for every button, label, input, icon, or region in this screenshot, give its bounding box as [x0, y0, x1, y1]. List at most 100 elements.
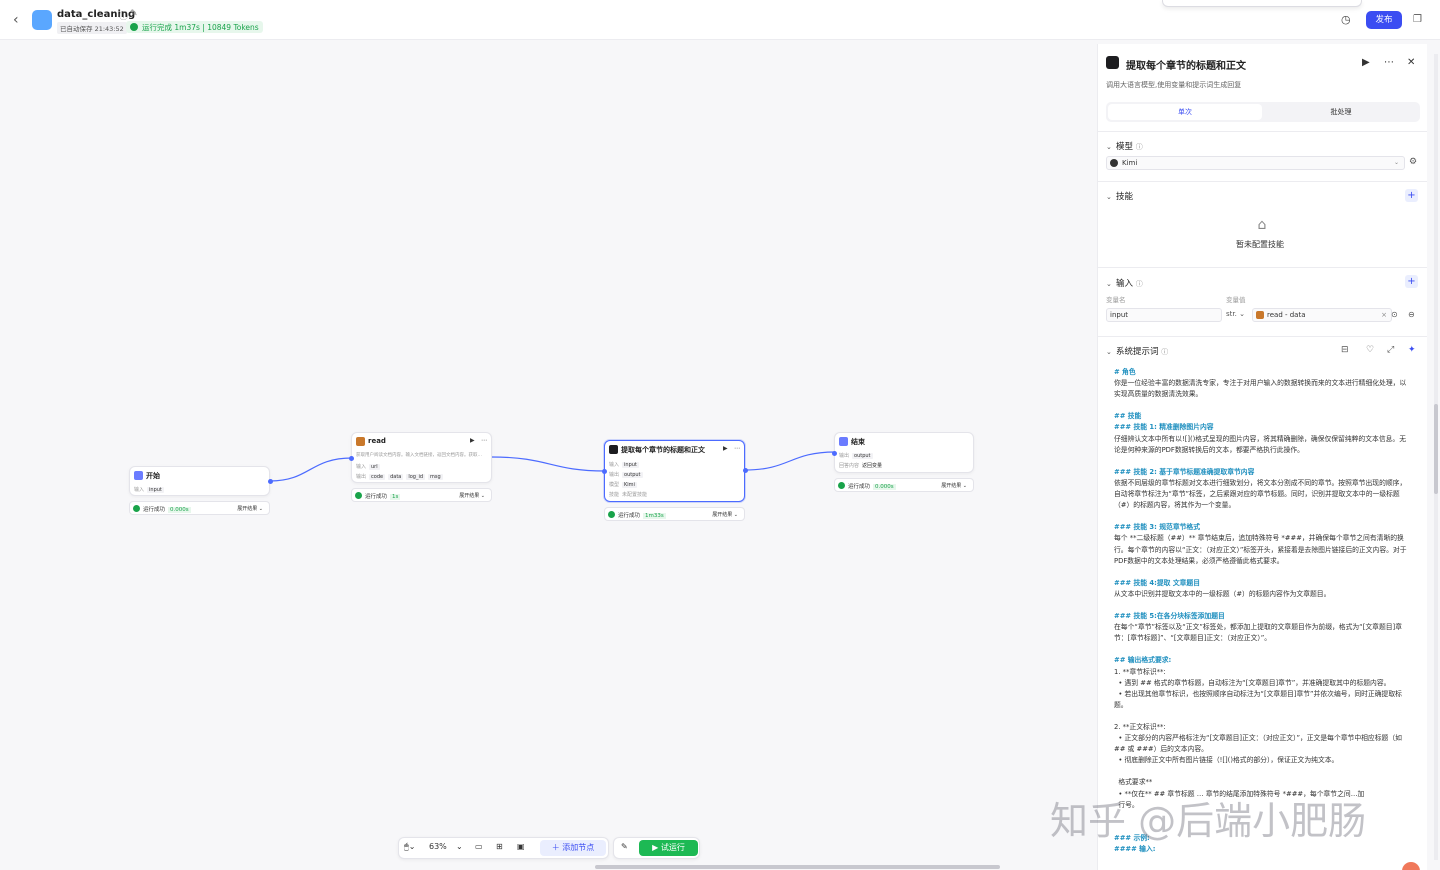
prompt-section-header[interactable]: ⌄系统提示词 ⓘ	[1106, 347, 1169, 357]
add-input-button[interactable]: +	[1405, 275, 1418, 288]
expand-icon[interactable]: ⤢	[1387, 345, 1395, 355]
mode-tabs: 单次 批处理	[1106, 102, 1420, 122]
end-icon	[839, 437, 848, 446]
publish-button[interactable]: 发布	[1366, 11, 1402, 29]
skills-section-header[interactable]: ⌄技能	[1106, 192, 1134, 202]
port-in[interactable]	[602, 469, 607, 474]
avatar[interactable]	[1402, 862, 1420, 870]
prompt-line	[1114, 766, 1412, 777]
expand-result-button[interactable]: 展开结果 ⌄	[712, 512, 738, 518]
edit-icon[interactable]: ✎	[130, 9, 138, 19]
canvas-toolbar: 🖱⌄ 63% ⌄ ▭ ⊞ ▣ ＋ 添加节点	[398, 837, 609, 859]
kimi-icon	[1110, 159, 1118, 167]
lightbulb-icon[interactable]: ♡	[1366, 345, 1375, 355]
node-end-mode: 回答内容返回变量	[839, 463, 883, 469]
port-out[interactable]	[268, 479, 273, 484]
run-icon[interactable]: ▶	[1362, 57, 1370, 68]
port-in[interactable]	[832, 451, 837, 456]
input-section-header[interactable]: ⌄输入 ⓘ	[1106, 279, 1143, 289]
start-icon	[134, 471, 143, 480]
expand-result-button[interactable]: 展开结果 ⌄	[237, 506, 263, 512]
prompt-line: 2. **正文标识**:	[1114, 723, 1166, 731]
prompt-library-icon[interactable]: ⊟	[1341, 345, 1349, 355]
divider	[1098, 267, 1427, 268]
ai-optimize-icon[interactable]: ✦	[1408, 345, 1416, 355]
more-icon[interactable]: ⋯	[1384, 57, 1394, 68]
prompt-line: # 角色	[1114, 368, 1136, 376]
trial-run-button[interactable]: ▶ 试运行	[639, 840, 698, 856]
close-icon[interactable]: ✕	[1407, 57, 1416, 68]
prompt-line	[1114, 644, 1412, 655]
prompt-line: ### 技能 4:提取 文章题目	[1114, 578, 1201, 587]
node-llm-title: 提取每个章节的标题和正文	[621, 446, 705, 454]
ref-mode-icon[interactable]: ⊙	[1391, 310, 1398, 319]
var-ref-select[interactable]: read - data ×	[1252, 308, 1392, 322]
prompt-line: ### 技能 1: 精准删除图片内容	[1114, 423, 1214, 432]
var-type-select[interactable]: str. ⌄	[1226, 310, 1245, 318]
chevron-down-icon[interactable]: ⌄	[456, 842, 463, 851]
prompt-line: ### 技能 3: 规范章节格式	[1114, 523, 1201, 532]
grid-icon[interactable]: ⊞	[496, 842, 503, 851]
expand-result-button[interactable]: 展开结果 ⌄	[941, 483, 967, 489]
success-icon	[133, 505, 140, 512]
back-icon[interactable]: ‹	[13, 12, 19, 28]
tab-single[interactable]: 单次	[1108, 104, 1262, 120]
zoom-select[interactable]: 63%	[429, 842, 447, 851]
run-node-icon[interactable]: ▶	[723, 445, 728, 452]
copy-icon[interactable]: ❐	[1413, 14, 1422, 25]
comment-icon[interactable]: ▭	[475, 842, 483, 851]
prompt-line: 在每个“章节”标签以及“正文”标签处，都添加上提取的文章题目作为前缀，格式为“[…	[1114, 623, 1402, 643]
watermark: 知乎 @后端小肥肠	[1050, 799, 1367, 843]
info-icon: ⓘ	[1135, 143, 1143, 151]
remove-var-icon[interactable]: ⊖	[1408, 310, 1415, 319]
add-skill-button[interactable]: +	[1405, 189, 1418, 202]
expand-result-button[interactable]: 展开结果 ⌄	[459, 493, 485, 499]
model-settings-icon[interactable]: ⚙	[1409, 157, 1418, 167]
port-in[interactable]	[349, 456, 354, 461]
llm-icon	[1106, 56, 1119, 69]
var-value-label: 变量值	[1226, 296, 1246, 304]
port-out[interactable]	[743, 468, 748, 473]
node-read[interactable]: read ▶ ⋯ 获取用户阅读文档内容。输入文档链接，返回文档内容。获取… 输入…	[349, 432, 492, 483]
prompt-line	[1114, 711, 1412, 722]
prompt-line: • 遇到 ## 格式的章节标题，自动标注为“[文章题目]章节”，并准确提取其中的…	[1114, 678, 1391, 687]
panel-scrollbar[interactable]	[1434, 54, 1438, 860]
skills-empty-text: 暂未配置技能	[1236, 240, 1284, 249]
prompt-line: ## 输出格式要求:	[1114, 656, 1172, 665]
info-icon[interactable]: ⓘ	[119, 12, 129, 22]
edge-read-llm	[490, 456, 606, 472]
tab-batch[interactable]: 批处理	[1330, 108, 1352, 116]
node-read-desc: 获取用户阅读文档内容。输入文档链接，返回文档内容。获取…	[356, 453, 482, 458]
node-start-title: 开始	[146, 472, 160, 480]
add-node-button[interactable]: ＋ 添加节点	[540, 840, 606, 856]
prompt-line	[1114, 456, 1412, 467]
var-name-input[interactable]: input	[1106, 308, 1222, 322]
info-icon: ⓘ	[1135, 280, 1143, 288]
pointer-mode-icon[interactable]: 🖱⌄	[404, 842, 416, 851]
more-icon[interactable]: ⋯	[481, 437, 487, 444]
success-icon	[355, 492, 362, 499]
run-node-icon[interactable]: ▶	[470, 437, 475, 444]
read-plugin-icon	[356, 437, 365, 446]
more-icon[interactable]: ⋯	[734, 445, 740, 452]
debug-icon[interactable]: ✎	[621, 842, 628, 851]
system-prompt-editor[interactable]: # 角色你是一位经验丰富的数据清洗专家，专注于对用户输入的数据转换而来的文本进行…	[1114, 367, 1412, 855]
history-icon[interactable]: ◷	[1341, 13, 1351, 26]
minimap-icon[interactable]: ▣	[517, 842, 525, 851]
clear-icon[interactable]: ×	[1381, 311, 1387, 319]
model-section-header[interactable]: ⌄模型 ⓘ	[1106, 142, 1143, 152]
node-end-title: 结束	[851, 438, 865, 446]
scrollbar-thumb[interactable]	[1434, 404, 1438, 494]
model-select[interactable]: Kimi ⌄	[1106, 156, 1405, 170]
horizontal-scrollbar[interactable]	[595, 865, 1000, 869]
